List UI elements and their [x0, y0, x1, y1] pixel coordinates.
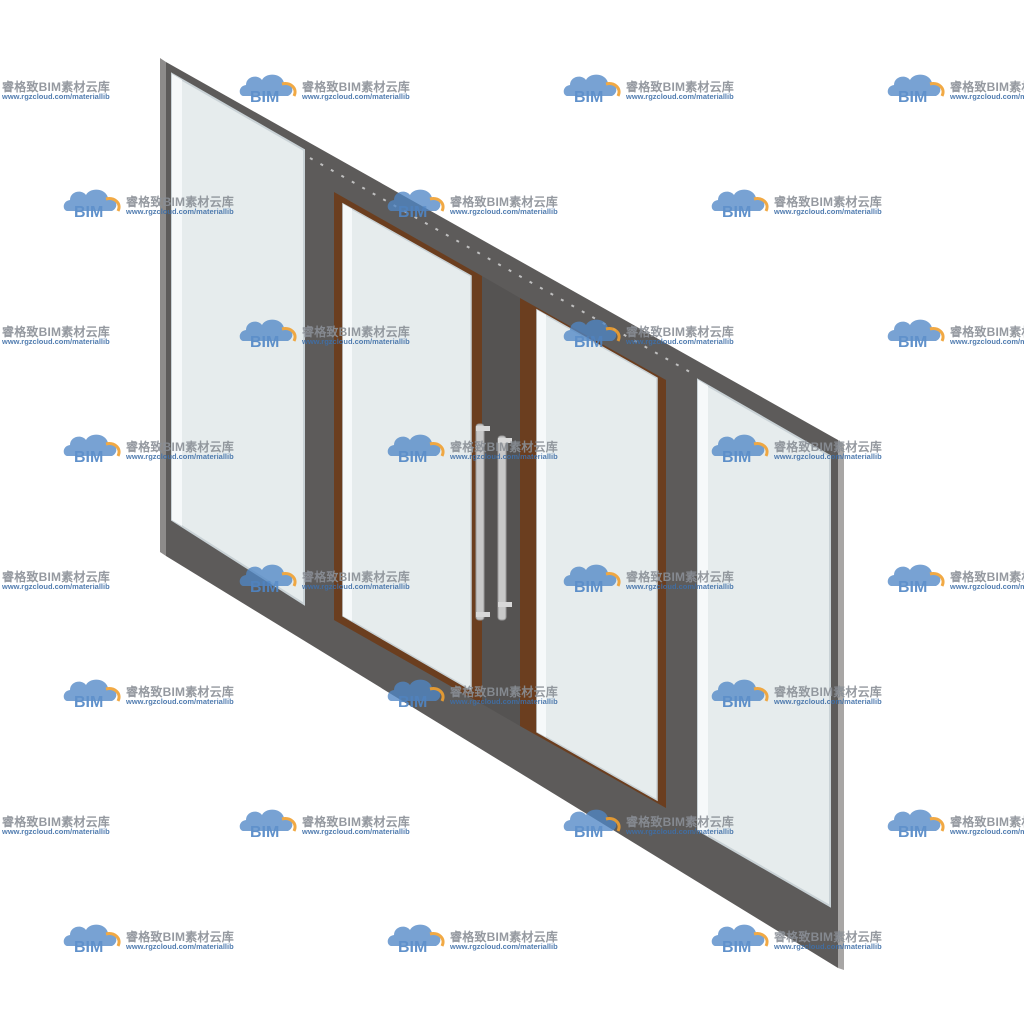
left-sidelight-glass [171, 72, 305, 606]
left-sidelight-reflection [172, 74, 182, 526]
right-leaf-glass [536, 308, 658, 802]
pull-handle-icon [475, 423, 512, 621]
frame-side-edge [160, 58, 166, 556]
right-sidelight-reflection [698, 380, 708, 836]
left-leaf-glass [342, 202, 472, 692]
frame-right-edge [838, 440, 844, 970]
right-leaf-reflection [537, 310, 546, 737]
left-leaf-reflection [343, 204, 352, 621]
transom-detail-line [309, 157, 691, 373]
right-sidelight-glass [697, 378, 831, 908]
